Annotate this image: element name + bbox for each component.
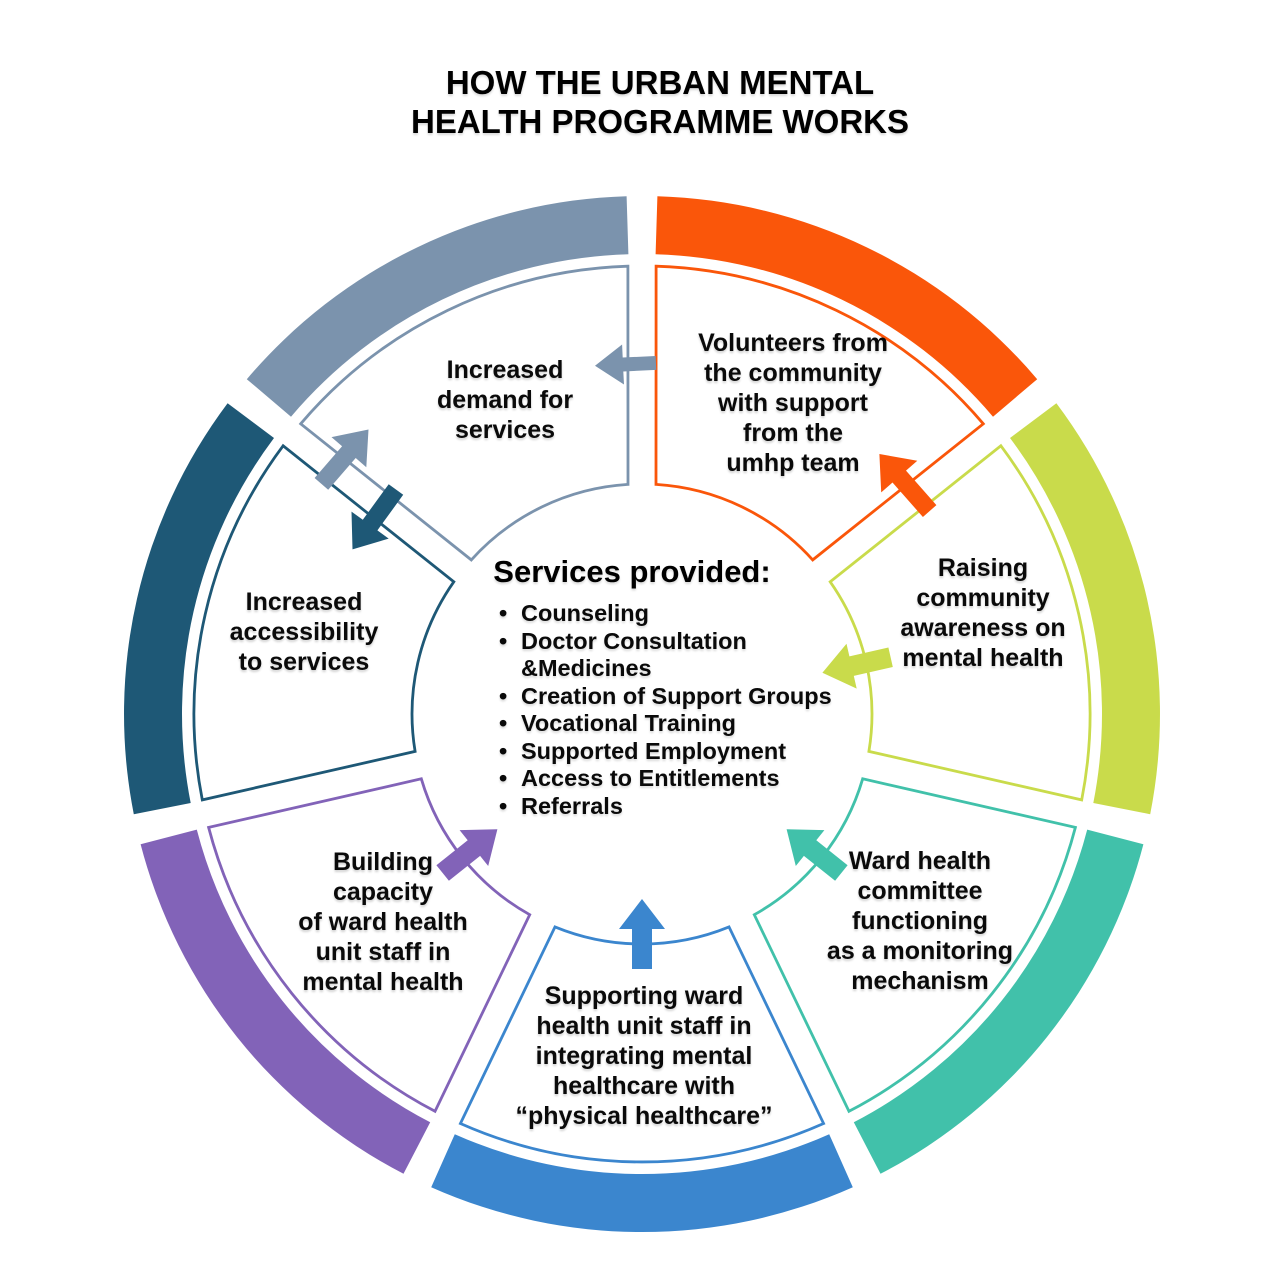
segment-arc-building-capacity: [140, 829, 431, 1174]
services-heading: Services provided:: [493, 554, 771, 589]
segment-label-ward-health-committee: Ward health committee functioning as a m…: [826, 847, 1014, 995]
arrow-accessibility-to-demand: [314, 429, 369, 490]
segment-label-volunteers: Volunteers from the community with suppo…: [698, 329, 888, 477]
arrow-awareness-to-volunteers: [879, 454, 937, 517]
service-item: Doctor Consultation &Medicines: [499, 628, 859, 683]
arrow-volunteers-to-demand: [595, 344, 657, 385]
service-item: Referrals: [499, 793, 859, 821]
segment-label-raising-awareness: Raising community awareness on mental he…: [900, 554, 1066, 672]
segment-arc-ward-health-committee: [853, 829, 1144, 1174]
arrow-capacity-to-services: [436, 829, 498, 881]
services-list: CounselingDoctor Consultation &Medicines…: [499, 600, 859, 820]
segment-arc-increased-demand: [246, 196, 629, 417]
segment-label-increased-demand: Increased demand for services: [436, 356, 574, 444]
service-item: Counseling: [499, 600, 859, 628]
segment-wedge-supporting-ward-staff: [458, 925, 826, 1164]
arrow-supporting-to-services: [619, 899, 665, 969]
arrow-demand-to-accessibility: [351, 484, 404, 550]
page-title: HOW THE URBAN MENTAL HEALTH PROGRAMME WO…: [410, 64, 910, 140]
segment-label-increased-accessibility: Increased accessibility to services: [229, 588, 379, 676]
service-item: Supported Employment: [499, 738, 859, 766]
segment-arc-volunteers: [655, 196, 1038, 417]
service-item: Creation of Support Groups: [499, 683, 859, 711]
arrow-committee-to-services: [786, 829, 848, 881]
segment-wedge-increased-accessibility: [192, 443, 456, 802]
service-item: Vocational Training: [499, 710, 859, 738]
segment-label-supporting-ward-staff: Supporting ward health unit staff in int…: [515, 982, 773, 1130]
segment-arc-supporting-ward-staff: [431, 1134, 853, 1233]
segment-wedge-increased-demand: [298, 264, 630, 562]
segment-label-building-capacity: Building capacity of ward health unit st…: [298, 848, 468, 996]
service-item: Access to Entitlements: [499, 765, 859, 793]
segment-arc-increased-accessibility: [124, 403, 274, 815]
segment-arc-raising-awareness: [1010, 403, 1160, 815]
